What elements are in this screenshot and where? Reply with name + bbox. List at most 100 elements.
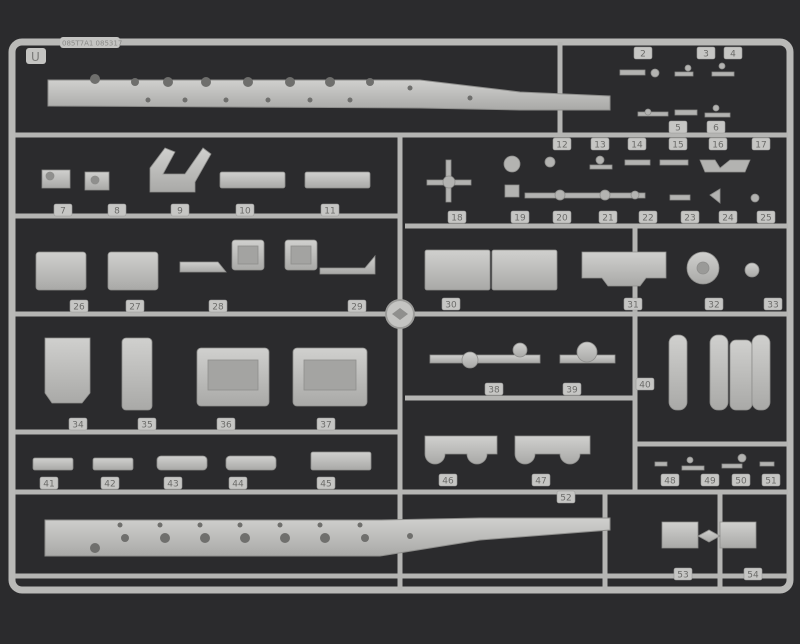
part-number-tag: 42 [100,476,120,490]
part-number-text: 46 [442,477,454,487]
part-number-tag: 19 [510,210,530,224]
part-number-tag: 3 [696,46,716,60]
part-number-tag: 8 [107,203,127,217]
part-number-text: 9 [177,207,183,217]
part-number-text: 7 [60,207,66,217]
part-number-text: 27 [129,303,140,313]
part-number-text: 45 [320,480,331,490]
part-number-tag: 23 [680,210,700,224]
part-number-tag: 6 [706,120,726,134]
part-number-text: 41 [43,480,54,490]
chassis-rail-top [47,74,611,111]
part-number-tag: 45 [316,476,336,490]
part-number-text: 18 [451,214,463,224]
part-number-text: 12 [556,141,567,151]
part-number-text: 5 [675,124,681,134]
part-number-text: 43 [167,480,178,490]
part-number-tag: 4 [723,46,743,60]
part-number-tag: 51 [761,473,781,487]
part-number-text: 8 [114,207,120,217]
part-number-text: 30 [445,301,457,311]
part-number-tag: 10 [235,203,255,217]
part-number-tag: 33 [763,297,783,311]
part-number-text: 17 [755,141,766,151]
part-number-text: 49 [704,477,716,487]
parts-row-7-11 [41,147,371,193]
part-number-tag: 35 [137,417,157,431]
part-number-tag: 50 [731,473,751,487]
part-number-tag: 30 [441,297,461,311]
part-number-text: 52 [560,494,571,504]
part-number-tag: 46 [438,473,458,487]
part-number-tag: 25 [756,210,776,224]
parts-row-38-40 [429,334,771,411]
part-number-text: 23 [684,214,695,224]
parts-row-41-47 [32,435,591,471]
parts-row-53-54 [661,521,757,549]
part-number-text: 6 [713,124,719,134]
part-number-text: 22 [642,214,653,224]
part-number-tag: 48 [660,473,680,487]
part-number-text: 32 [708,301,719,311]
part-number-text: 37 [320,421,331,431]
part-number-tag: 36 [216,417,236,431]
part-number-tag: 5 [668,120,688,134]
part-number-tag: 13 [590,137,610,151]
parts-row-18-25 [426,155,760,204]
parts-row-48-51 [654,453,775,471]
part-number-text: 34 [72,421,84,431]
sprue-letter-text: U [31,50,40,64]
parts-row-34-37 [44,337,368,411]
part-number-tag: 22 [638,210,658,224]
part-number-tag: 24 [718,210,738,224]
part-number-tag: 37 [316,417,336,431]
part-number-tag: 26 [69,299,89,313]
part-number-tag: 17 [751,137,771,151]
part-number-tag: 40 [635,377,655,391]
part-number-text: 51 [765,477,776,487]
part-number-text: 3 [703,50,709,60]
part-number-text: 20 [556,214,568,224]
part-number-text: 26 [73,303,85,313]
part-number-tag: 12 [552,137,572,151]
part-number-tag: 27 [125,299,145,313]
part-number-text: 19 [514,214,526,224]
sprue-letter-tab: U [26,48,46,64]
part-number-text: 24 [722,214,734,224]
parts-row-30-33 [424,249,760,291]
part-number-text: 54 [747,571,759,581]
part-number-tag: 39 [562,382,582,396]
part-number-tag: 41 [39,476,59,490]
part-number-tag: 9 [170,203,190,217]
part-number-text: 4 [730,50,736,60]
part-number-tag: 15 [668,137,688,151]
part-number-text: 48 [664,477,676,487]
part-number-text: 14 [631,141,643,151]
part-number-tag: 29 [347,299,367,313]
part-number-text: 16 [712,141,724,151]
part-number-tag: 18 [447,210,467,224]
part-number-text: 29 [351,303,363,313]
part-number-text: 11 [324,207,335,217]
part-number-text: 33 [767,301,778,311]
part-number-tag: 54 [743,567,763,581]
part-number-tag: 2 [633,46,653,60]
part-number-text: 44 [232,480,244,490]
part-number-tag: 52 [556,490,576,504]
part-number-tag: 11 [320,203,340,217]
part-number-text: 21 [602,214,613,224]
part-number-tag: 34 [68,417,88,431]
part-number-text: 13 [594,141,605,151]
part-number-tag: 43 [163,476,183,490]
part-number-tag: 49 [700,473,720,487]
part-number-tag: 21 [598,210,618,224]
frame-code-text: 085T7A1 085317 [62,40,122,48]
frame-code-tab: 085T7A1 085317 [60,37,122,48]
hub-diamond [392,308,408,320]
parts-row-26-29 [35,239,376,291]
part-number-tag: 53 [673,567,693,581]
part-number-tag: 44 [228,476,248,490]
part-number-tag: 47 [531,473,551,487]
